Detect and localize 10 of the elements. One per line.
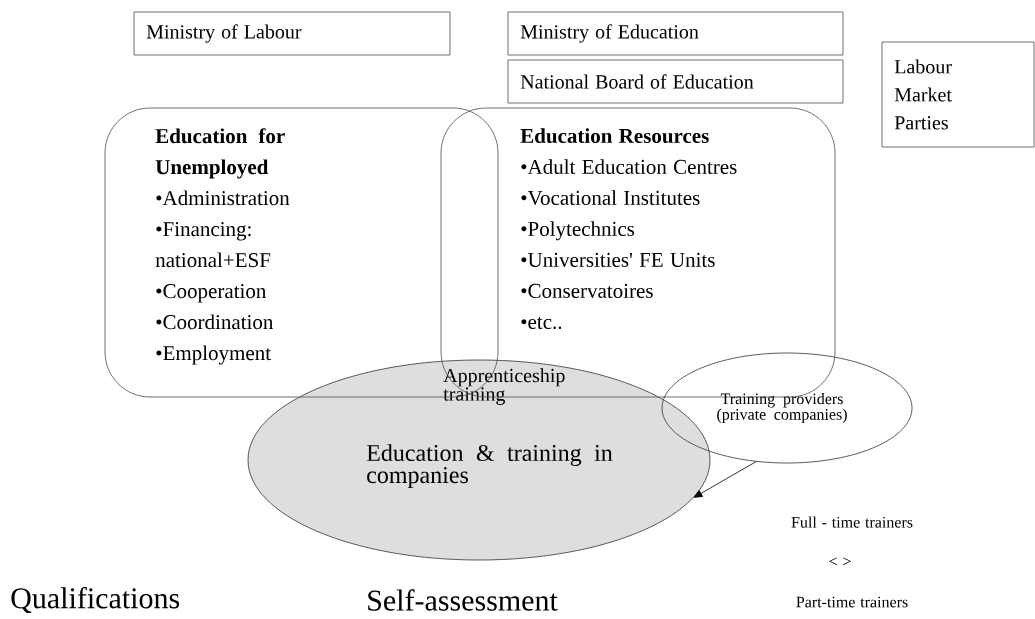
- label-box: Ministry of Education: [507, 11, 844, 56]
- text-label: Full - time trainers: [791, 516, 913, 528]
- arrow: [693, 461, 757, 498]
- text-label: Part-time trainers: [796, 596, 908, 608]
- label-box: Ministry of Labour: [133, 11, 451, 56]
- text-label: Qualifications: [11, 587, 180, 613]
- label-box: National Board of Education: [507, 59, 844, 104]
- label-box: Labour Market Parties: [881, 41, 1035, 148]
- text-label: Self-assessment: [368, 589, 558, 611]
- text-label: < >: [829, 557, 851, 566]
